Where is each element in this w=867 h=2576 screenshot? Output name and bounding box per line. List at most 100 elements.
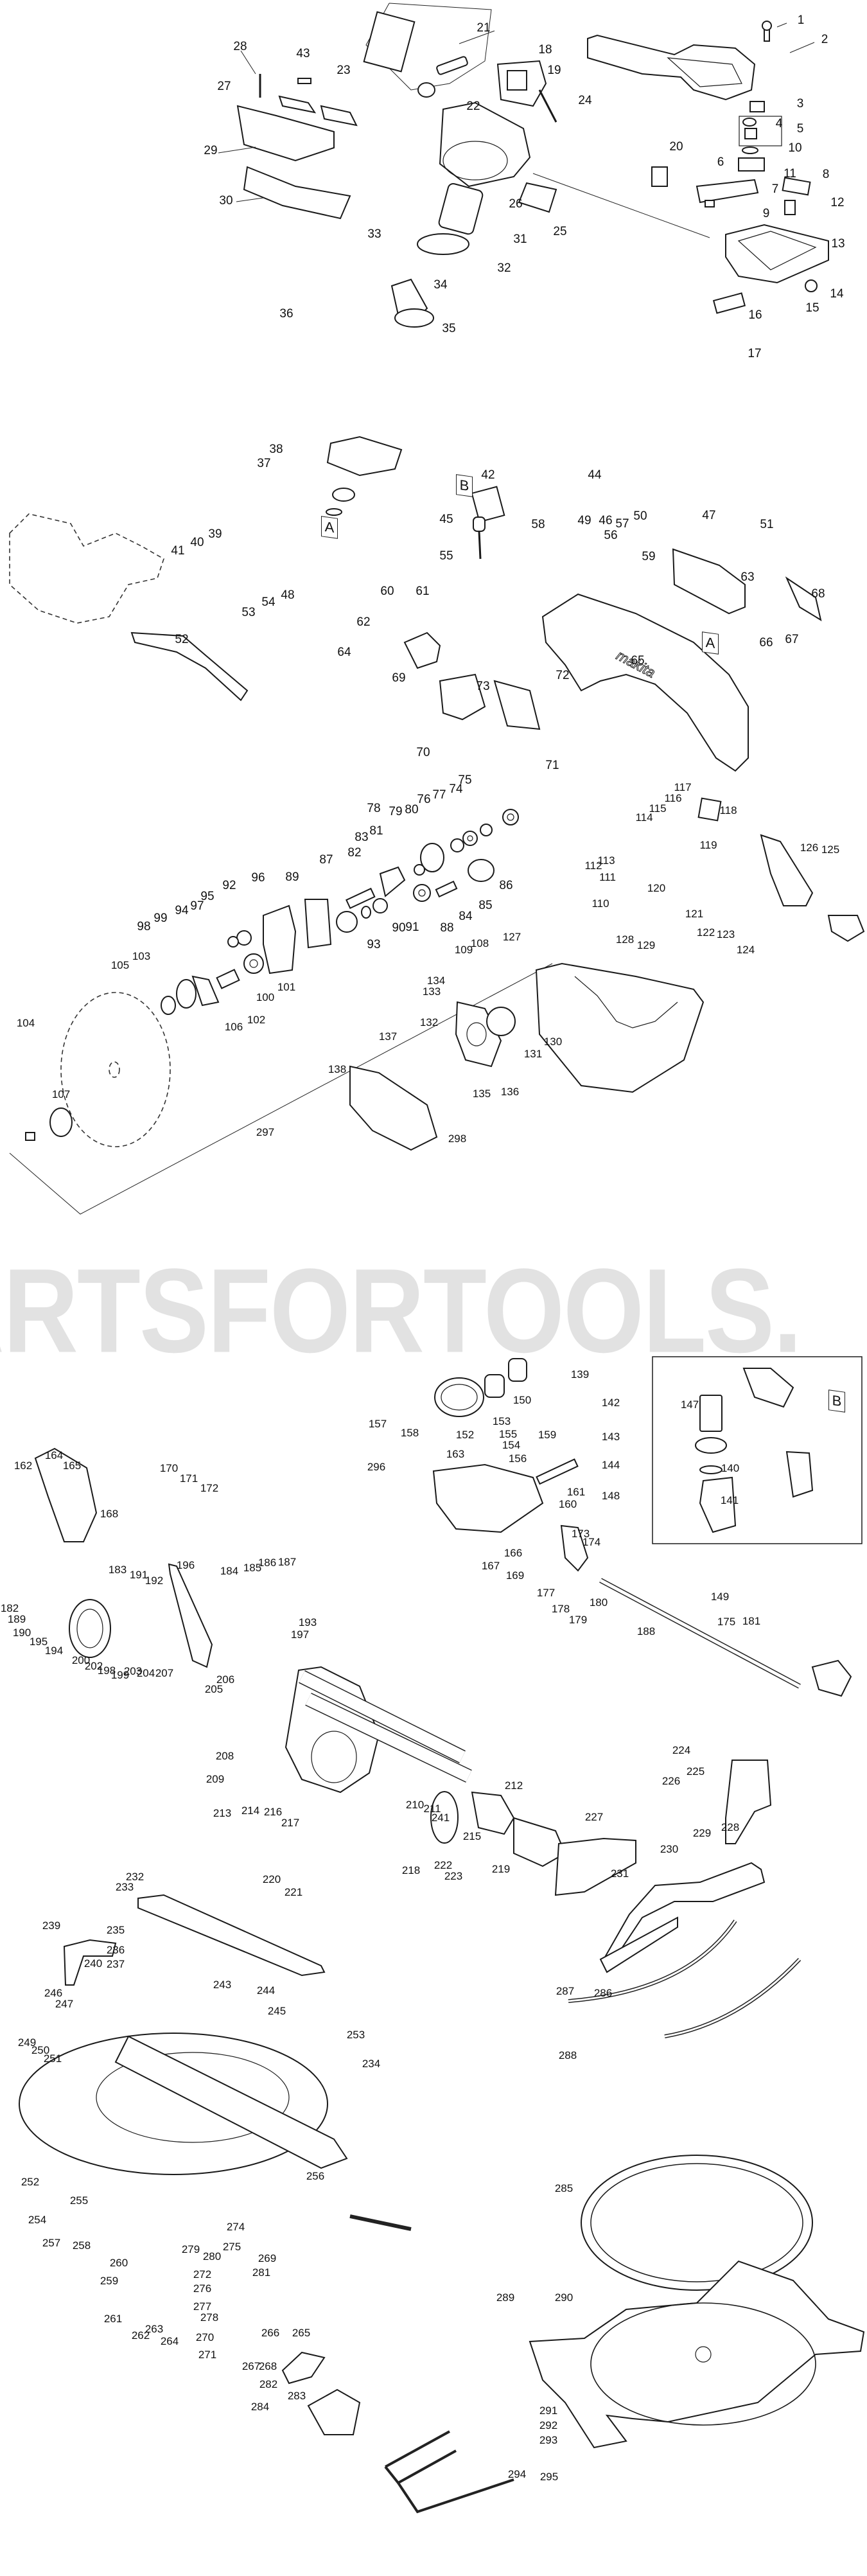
part-callout-189: 189 xyxy=(7,1613,26,1625)
part-callout-187: 187 xyxy=(277,1556,297,1568)
part-callout-256: 256 xyxy=(306,2170,325,2182)
part-callout-140: 140 xyxy=(721,1462,740,1474)
part-callout-68: 68 xyxy=(811,587,825,601)
part-callout-182: 182 xyxy=(0,1602,19,1614)
part-callout-72: 72 xyxy=(556,669,570,682)
part-callout-69: 69 xyxy=(392,671,406,685)
part-callout-128: 128 xyxy=(615,933,635,946)
part-callout-73: 73 xyxy=(476,680,490,693)
part-callout-6: 6 xyxy=(717,155,724,169)
part-callout-175: 175 xyxy=(717,1616,736,1628)
part-callout-43: 43 xyxy=(296,47,310,60)
part-callout-157: 157 xyxy=(368,1418,387,1430)
part-callout-169: 169 xyxy=(505,1569,525,1582)
part-callout-115: 115 xyxy=(649,802,667,815)
part-callout-79: 79 xyxy=(389,805,403,818)
part-callout-119: 119 xyxy=(699,839,717,851)
part-callout-197: 197 xyxy=(290,1628,310,1641)
part-callout-240: 240 xyxy=(83,1957,103,1970)
part-callout-117: 117 xyxy=(674,781,692,793)
part-callout-108: 108 xyxy=(470,937,489,949)
part-callout-58: 58 xyxy=(531,518,545,531)
part-callout-245: 245 xyxy=(267,2005,286,2017)
part-callout-127: 127 xyxy=(502,931,521,943)
part-callout-61: 61 xyxy=(416,585,430,598)
part-callout-38: 38 xyxy=(269,443,283,456)
part-callout-1: 1 xyxy=(797,13,805,27)
part-callout-103: 103 xyxy=(132,950,151,962)
part-callout-210: 210 xyxy=(405,1799,425,1811)
part-callout-22: 22 xyxy=(466,100,480,113)
part-callout-34: 34 xyxy=(434,278,448,292)
part-callout-101: 101 xyxy=(277,981,296,993)
part-callout-222: 222 xyxy=(434,1859,453,1871)
part-callout-37: 37 xyxy=(257,457,271,470)
part-callout-229: 229 xyxy=(692,1827,712,1839)
part-callout-131: 131 xyxy=(523,1048,543,1060)
part-callout-219: 219 xyxy=(491,1863,511,1875)
part-callout-91: 91 xyxy=(405,921,419,934)
part-callout-183: 183 xyxy=(108,1564,127,1576)
part-callout-90: 90 xyxy=(392,921,406,935)
part-callout-226: 226 xyxy=(661,1775,681,1787)
part-callout-120: 120 xyxy=(647,882,666,894)
part-callout-112: 112 xyxy=(584,860,602,872)
part-callout-2: 2 xyxy=(821,33,828,46)
part-callout-107: 107 xyxy=(51,1088,71,1100)
part-callout-5: 5 xyxy=(796,122,804,136)
part-callout-292: 292 xyxy=(539,2419,558,2431)
part-callout-251: 251 xyxy=(43,2052,62,2065)
part-callout-92: 92 xyxy=(222,879,236,892)
part-callout-94: 94 xyxy=(175,904,189,917)
part-callout-78: 78 xyxy=(367,802,381,815)
part-callout-93: 93 xyxy=(367,938,381,951)
part-callout-185: 185 xyxy=(243,1562,262,1574)
part-callout-174: 174 xyxy=(582,1536,601,1548)
part-callout-212: 212 xyxy=(504,1779,523,1792)
part-callout-179: 179 xyxy=(568,1614,588,1626)
part-callout-76: 76 xyxy=(417,793,431,806)
part-callout-217: 217 xyxy=(281,1817,300,1829)
part-callout-208: 208 xyxy=(215,1750,234,1762)
part-callout-85: 85 xyxy=(478,899,493,912)
part-callout-88: 88 xyxy=(440,921,454,935)
part-callout-198: 198 xyxy=(97,1664,116,1677)
part-callout-296: 296 xyxy=(367,1461,386,1473)
part-callout-60: 60 xyxy=(380,585,394,598)
part-callout-110: 110 xyxy=(591,897,609,910)
part-callout-274: 274 xyxy=(226,2221,245,2233)
part-callout-209: 209 xyxy=(206,1773,225,1785)
part-callout-262: 262 xyxy=(131,2329,150,2342)
part-callout-135: 135 xyxy=(472,1088,491,1100)
part-callout-239: 239 xyxy=(42,1919,61,1932)
part-callout-200: 200 xyxy=(71,1654,91,1666)
part-callout-213: 213 xyxy=(213,1807,232,1819)
part-callout-221: 221 xyxy=(284,1886,303,1898)
handle-assembly xyxy=(218,3,829,516)
part-callout-48: 48 xyxy=(281,588,295,602)
part-callout-7: 7 xyxy=(771,182,779,196)
part-callout-41: 41 xyxy=(171,544,185,558)
part-callout-89: 89 xyxy=(285,870,299,884)
part-callout-194: 194 xyxy=(44,1645,64,1657)
part-callout-277: 277 xyxy=(193,2300,212,2313)
part-callout-123: 123 xyxy=(716,928,735,940)
part-callout-295: 295 xyxy=(539,2471,559,2483)
part-callout-243: 243 xyxy=(213,1979,232,1991)
part-callout-290: 290 xyxy=(554,2291,574,2304)
part-callout-148: 148 xyxy=(601,1490,620,1502)
part-callout-276: 276 xyxy=(193,2282,212,2295)
part-callout-87: 87 xyxy=(319,853,333,867)
part-callout-267: 267 xyxy=(241,2360,261,2372)
part-callout-166: 166 xyxy=(504,1547,523,1559)
part-callout-280: 280 xyxy=(202,2250,222,2263)
part-callout-11: 11 xyxy=(784,167,796,181)
part-callout-55: 55 xyxy=(439,549,453,563)
part-callout-15: 15 xyxy=(805,301,819,315)
part-callout-202: 202 xyxy=(84,1660,103,1672)
part-callout-150: 150 xyxy=(512,1394,532,1406)
part-callout-260: 260 xyxy=(109,2257,128,2269)
part-callout-66: 66 xyxy=(759,636,773,649)
part-callout-149: 149 xyxy=(710,1591,730,1603)
part-callout-271: 271 xyxy=(198,2349,217,2361)
